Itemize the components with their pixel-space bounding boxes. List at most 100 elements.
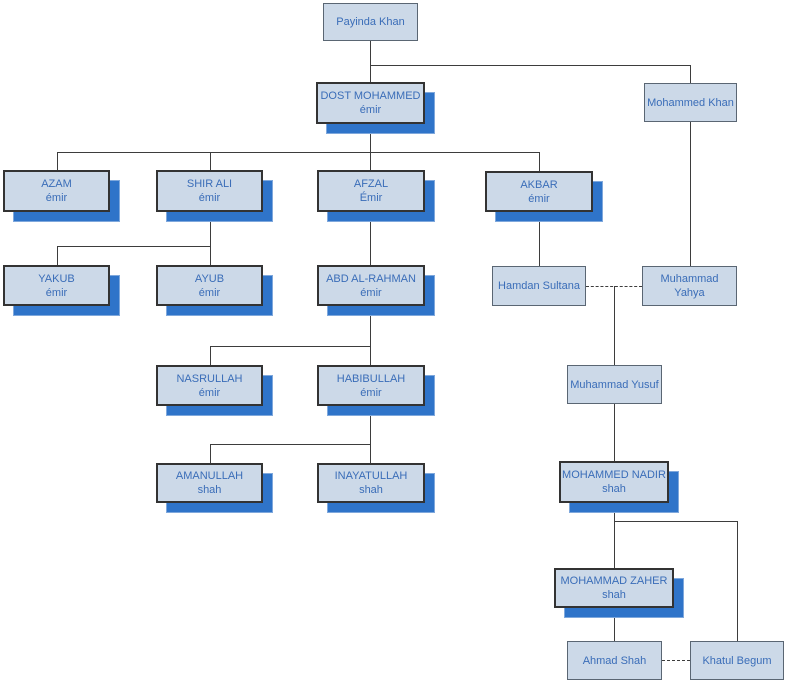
descent-connector-line (614, 503, 615, 568)
descent-connector-line (614, 404, 615, 461)
node-mohammed-nadir: MOHAMMED NADIR shah (559, 461, 679, 513)
node-hamdan-sultana: Hamdan Sultana (492, 266, 586, 306)
descent-connector-line (210, 444, 370, 445)
node-ahmad-shah: Ahmad Shah (567, 641, 662, 680)
node-dost-mohammed: DOST MOHAMMED émir (316, 82, 435, 134)
descent-connector-line (210, 346, 370, 347)
node-box-muhammad-yahya: Muhammad Yahya (642, 266, 737, 306)
person-name: YAKUB (38, 272, 75, 285)
node-payinda-khan: Payinda Khan (323, 3, 418, 41)
descent-connector-line (539, 152, 540, 171)
person-name: DOST MOHAMMED (320, 90, 421, 102)
descent-connector-line (690, 122, 691, 266)
marriage-connector-line (662, 660, 690, 661)
node-box-mohammed-nadir: MOHAMMED NADIR shah (559, 461, 669, 503)
descent-connector-line (210, 212, 211, 265)
person-name: NASRULLAH (176, 372, 243, 385)
descent-connector-line (370, 41, 371, 82)
person-name: SHIR ALI (186, 178, 233, 190)
node-box-amanullah: AMANULLAH shah (156, 463, 263, 503)
descent-connector-line (210, 346, 211, 365)
descent-connector-line (614, 521, 737, 522)
person-title: shah (197, 484, 222, 496)
person-name: INAYATULLAH (334, 470, 408, 482)
node-box-afzal: AFZAL Émir (317, 170, 425, 212)
person-title: Émir (359, 192, 383, 204)
person-name: Mohammed Khan (647, 96, 734, 109)
person-title: émir (45, 286, 68, 299)
descent-connector-line (370, 65, 690, 66)
person-name: AMANULLAH (175, 470, 244, 482)
person-title: émir (360, 386, 382, 399)
node-box-mohammad-zaher: MOHAMMAD ZAHER shah (554, 568, 674, 608)
descent-connector-line (57, 152, 58, 170)
descent-connector-line (614, 608, 615, 641)
person-title: shah (602, 589, 626, 601)
node-muhammad-yusuf: Muhammad Yusuf (567, 365, 662, 404)
node-muhammad-yahya: Muhammad Yahya (642, 266, 737, 306)
node-box-hamdan-sultana: Hamdan Sultana (492, 266, 586, 306)
person-name: AKBAR (520, 178, 558, 191)
node-box-mohammed-khan: Mohammed Khan (644, 83, 737, 122)
descent-connector-line (370, 212, 371, 265)
person-name: AYUB (194, 272, 225, 285)
person-name: Payinda Khan (336, 16, 405, 28)
descent-connector-line (57, 246, 58, 265)
descent-connector-line (57, 246, 210, 247)
node-box-ahmad-shah: Ahmad Shah (567, 641, 662, 680)
node-amanullah: AMANULLAH shah (156, 463, 273, 513)
descent-connector-line (690, 65, 691, 83)
person-name: Khatul Begum (702, 654, 772, 667)
descent-connector-line (539, 212, 540, 266)
person-name: MOHAMMAD ZAHER (560, 575, 668, 587)
person-title: shah (602, 483, 626, 495)
person-name: Ahmad Shah (582, 654, 647, 667)
descent-connector-line (370, 406, 371, 463)
descent-connector-line (614, 286, 615, 365)
person-name: Muhammad Yusuf (570, 378, 659, 391)
node-afzal: AFZAL Émir (317, 170, 435, 222)
node-inayatullah: INAYATULLAH shah (317, 463, 435, 513)
node-khatul-begum: Khatul Begum (690, 641, 784, 680)
person-name: ABD AL-RAHMAN (326, 272, 416, 285)
descent-connector-line (370, 306, 371, 365)
person-name: MOHAMMED NADIR (562, 469, 666, 481)
descent-connector-line (210, 444, 211, 463)
person-name: AFZAL (353, 178, 389, 190)
person-name: AZAM (41, 178, 72, 190)
node-box-muhammad-yusuf: Muhammad Yusuf (567, 365, 662, 404)
node-box-payinda-khan: Payinda Khan (323, 3, 418, 41)
person-title: émir (360, 286, 382, 299)
person-name: HABIBULLAH (336, 372, 406, 385)
node-box-khatul-begum: Khatul Begum (690, 641, 784, 680)
descent-connector-line (210, 152, 211, 170)
descent-connector-line (57, 152, 539, 153)
descent-connector-line (370, 124, 371, 170)
person-name: Hamdan Sultana (498, 280, 580, 292)
person-title: émir (359, 104, 382, 116)
person-title: émir (198, 286, 221, 299)
person-name: Muhammad Yahya (660, 273, 719, 299)
person-title: émir (198, 192, 221, 204)
node-shir-ali: SHIR ALI émir (156, 170, 273, 222)
person-title: émir (198, 386, 221, 399)
node-box-dost-mohammed: DOST MOHAMMED émir (316, 82, 425, 124)
person-title: shah (359, 484, 383, 496)
node-box-shir-ali: SHIR ALI émir (156, 170, 263, 212)
node-mohammed-khan: Mohammed Khan (644, 83, 737, 122)
node-box-inayatullah: INAYATULLAH shah (317, 463, 425, 503)
